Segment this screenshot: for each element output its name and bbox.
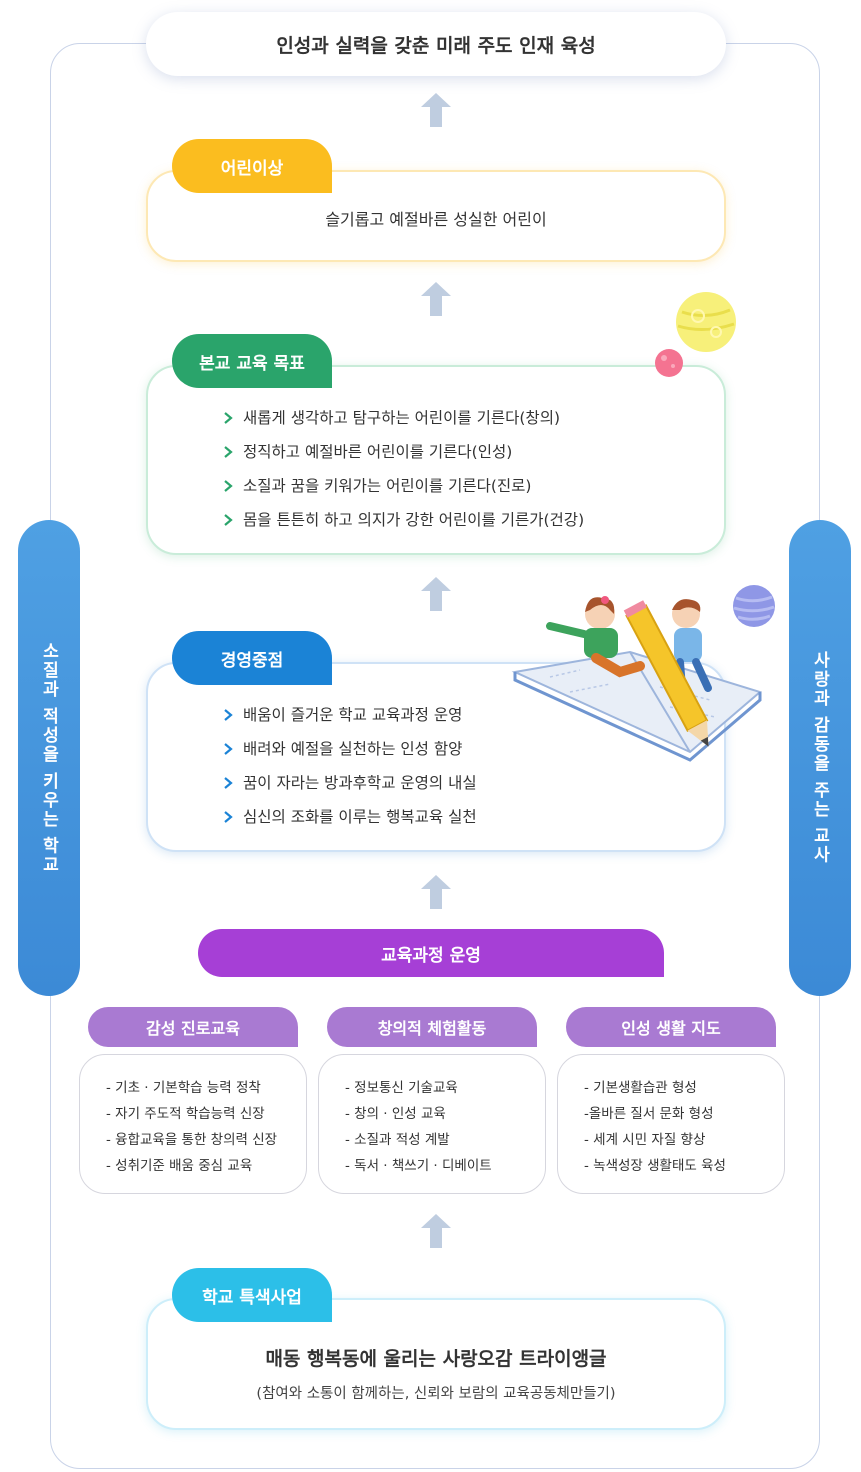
list-item: 정직하고 예절바른 어린이를 기른다(인성) (223, 435, 584, 469)
up-arrow-icon (421, 577, 451, 611)
goals-list: 새롭게 생각하고 탐구하는 어린이를 기른다(창의) 정직하고 예절바른 어린이… (223, 401, 584, 537)
up-arrow-icon (421, 282, 451, 316)
list-item: - 창의 · 인성 교육 (345, 1106, 446, 1122)
list-item: 꿈이 자라는 방과후학교 운영의 내실 (223, 766, 477, 800)
goals-box: 새롭게 생각하고 탐구하는 어린이를 기른다(창의) 정직하고 예절바른 어린이… (146, 365, 726, 555)
list-item: - 융합교육을 통한 창의력 신장 (106, 1132, 278, 1148)
list-item: - 독서 · 책쓰기 · 디베이트 (345, 1158, 492, 1174)
chevron-right-icon (223, 698, 239, 732)
vision-box: 인성과 실력을 갖춘 미래 주도 인재 육성 (146, 12, 726, 76)
list-item: - 세계 시민 자질 향상 (584, 1132, 706, 1148)
curriculum-title: 교육과정 운영 (198, 929, 664, 977)
list-item: 소질과 꿈을 키워가는 어린이를 기른다(진로) (223, 469, 584, 503)
curriculum-column-title: 감성 진로교육 (88, 1007, 298, 1047)
management-tag: 경영중점 (172, 631, 332, 685)
list-item: - 기본생활습관 형성 (584, 1080, 697, 1096)
yellow-planet-icon (676, 292, 736, 352)
list-item: - 녹색성장 생활태도 육성 (584, 1158, 726, 1174)
pink-planet-icon (655, 349, 683, 377)
management-list: 배움이 즐거운 학교 교육과정 운영 배려와 예절을 실천하는 인성 함양 꿈이… (223, 698, 477, 834)
curriculum-column-box: - 정보통신 기술교육 - 창의 · 인성 교육 - 소질과 적성 계발 - 독… (318, 1054, 546, 1194)
chevron-right-icon (223, 766, 239, 800)
ideal-tag: 어린이상 (172, 139, 332, 193)
left-side-banner: 소질과 적성을 키우는 학교 (18, 520, 80, 996)
chevron-right-icon (223, 732, 239, 766)
kids-book-illustration (511, 596, 763, 762)
list-item: 심신의 조화를 이루는 행복교육 실천 (223, 800, 477, 834)
list-item: - 기초 · 기본학습 능력 정착 (106, 1080, 261, 1096)
special-tag: 학교 특색사업 (172, 1268, 332, 1322)
up-arrow-icon (421, 93, 451, 127)
curriculum-column-box: - 기초 · 기본학습 능력 정착 - 자기 주도적 학습능력 신장 - 융합교… (79, 1054, 307, 1194)
chevron-right-icon (223, 503, 239, 537)
list-item: 배려와 예절을 실천하는 인성 함양 (223, 732, 477, 766)
chevron-right-icon (223, 469, 239, 503)
list-item: - 자기 주도적 학습능력 신장 (106, 1106, 265, 1122)
chevron-right-icon (223, 401, 239, 435)
up-arrow-icon (421, 875, 451, 909)
curriculum-column-title: 창의적 체험활동 (327, 1007, 537, 1047)
special-title: 매동 행복동에 울리는 사랑오감 트라이앵글 (265, 1348, 607, 1370)
list-item: -올바른 질서 문화 형성 (584, 1106, 714, 1122)
right-side-text: 사랑과 감동을 주는 교사 (809, 651, 830, 865)
goals-tag: 본교 교육 목표 (172, 334, 332, 388)
ideal-text: 슬기롭고 예절바른 성실한 어린이 (325, 210, 547, 229)
left-side-text: 소질과 적성을 키우는 학교 (38, 641, 59, 875)
list-item: - 정보통신 기술교육 (345, 1080, 458, 1096)
up-arrow-icon (421, 1214, 451, 1248)
curriculum-column-title: 인성 생활 지도 (566, 1007, 776, 1047)
vision-text: 인성과 실력을 갖춘 미래 주도 인재 육성 (276, 34, 596, 57)
purple-planet-icon (733, 585, 775, 627)
ideal-box: 슬기롭고 예절바른 성실한 어린이 (146, 170, 726, 262)
list-item: 배움이 즐거운 학교 교육과정 운영 (223, 698, 477, 732)
list-item: 몸을 튼튼히 하고 의지가 강한 어린이를 기른가(건강) (223, 503, 584, 537)
curriculum-column-box: - 기본생활습관 형성 -올바른 질서 문화 형성 - 세계 시민 자질 향상 … (557, 1054, 785, 1194)
list-item: - 성취기준 배움 중심 교육 (106, 1158, 253, 1174)
special-subtitle: (참여와 소통이 함께하는, 신뢰와 보람의 교육공동체만들기) (256, 1386, 616, 1402)
chevron-right-icon (223, 435, 239, 469)
right-side-banner: 사랑과 감동을 주는 교사 (789, 520, 851, 996)
chevron-right-icon (223, 800, 239, 834)
list-item: 새롭게 생각하고 탐구하는 어린이를 기른다(창의) (223, 401, 584, 435)
list-item: - 소질과 적성 계발 (345, 1132, 450, 1148)
